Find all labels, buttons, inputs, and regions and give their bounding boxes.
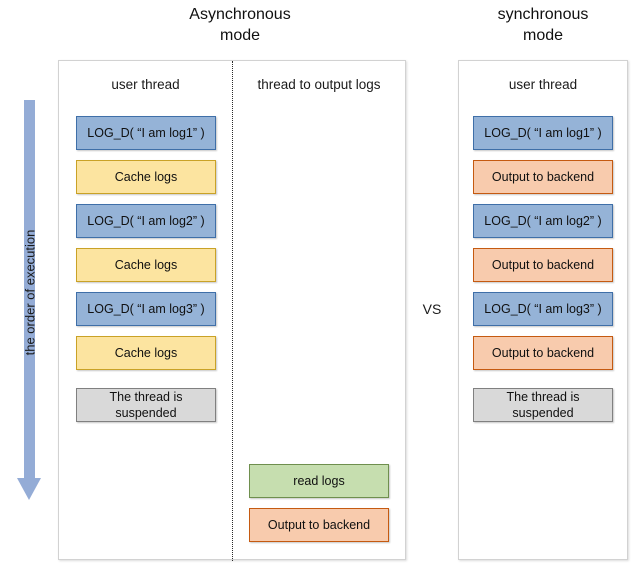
vs-label: VS <box>422 301 442 317</box>
thread-divider <box>232 61 233 561</box>
step-box: The thread is suspended <box>76 388 216 422</box>
step-box: The thread is suspended <box>473 388 613 422</box>
step-box: Output to backend <box>473 248 613 282</box>
step-box: LOG_D( “I am log3” ) <box>473 292 613 326</box>
step-box: Output to backend <box>473 336 613 370</box>
step-box: Cache logs <box>76 336 216 370</box>
order-of-execution-arrow: the order of execution <box>8 100 54 510</box>
sync-user-thread-header: user thread <box>508 77 578 92</box>
async-user-thread-header: user thread <box>111 77 180 92</box>
arrow-shaft <box>24 100 35 482</box>
async-mode-panel: user thread thread to output logs LOG_D(… <box>58 60 406 561</box>
step-box: LOG_D( “I am log2” ) <box>76 204 216 238</box>
sync-mode-panel: user thread LOG_D( “I am log1” ) Output t… <box>458 60 628 560</box>
step-box: Output to backend <box>473 160 613 194</box>
step-box: Output to backend <box>249 508 389 542</box>
step-box: LOG_D( “I am log2” ) <box>473 204 613 238</box>
step-box: LOG_D( “I am log1” ) <box>76 116 216 150</box>
step-box: read logs <box>249 464 389 498</box>
order-of-execution-label: the order of execution <box>22 229 38 356</box>
step-box: LOG_D( “I am log3” ) <box>76 292 216 326</box>
arrow-down-icon <box>17 478 41 500</box>
step-box: Cache logs <box>76 248 216 282</box>
async-mode-title: Asynchronous mode <box>189 6 291 44</box>
async-output-thread-header: thread to output logs <box>257 77 381 92</box>
sync-mode-title: synchronous mode <box>497 6 589 44</box>
step-box: Cache logs <box>76 160 216 194</box>
step-box: LOG_D( “I am log1” ) <box>473 116 613 150</box>
